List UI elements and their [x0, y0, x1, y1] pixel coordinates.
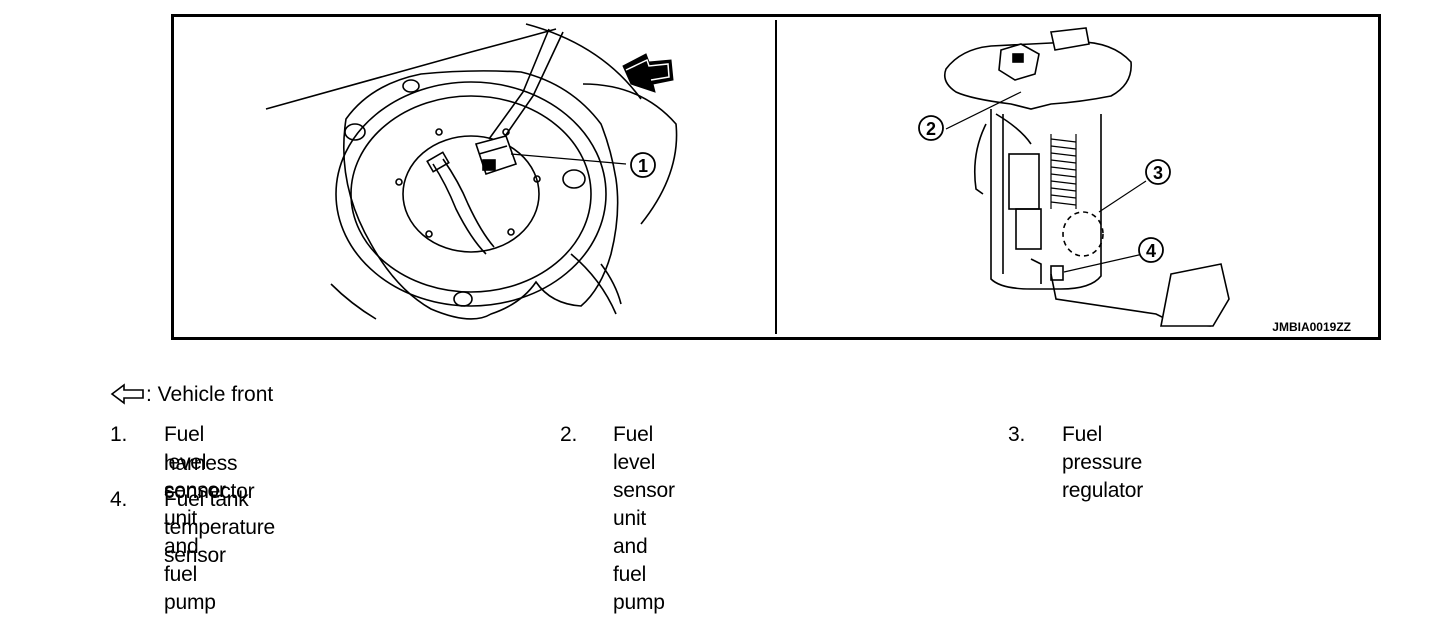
- fuel-pump-assembly-drawing: [943, 27, 1230, 327]
- callout-1: 1: [630, 152, 656, 178]
- svg-text:3: 3: [1153, 163, 1163, 183]
- legend-number-2: 2.: [560, 423, 578, 446]
- outline-arrow-icon: [110, 383, 144, 405]
- fuel-tank-top-drawing: [265, 23, 678, 320]
- legend-text-3: Fuel pressure regulator: [1062, 423, 1144, 502]
- legend-number-1: 1.: [110, 423, 128, 446]
- callout-4: 4: [1138, 237, 1164, 263]
- vehicle-front-arrow-icon: [622, 53, 674, 93]
- svg-text:4: 4: [1146, 241, 1156, 261]
- legend-text-1-line-2: harness connector: [164, 452, 255, 503]
- svg-text:2: 2: [926, 119, 936, 139]
- legend-number-3: 3.: [1008, 423, 1026, 446]
- image-code: JMBIA0019ZZ: [1272, 320, 1351, 334]
- legend-text-2: Fuel level sensor unit and fuel pump: [613, 423, 675, 614]
- vehicle-front-note: : Vehicle front: [110, 381, 273, 409]
- diagram-figure: 1: [171, 14, 1381, 340]
- legend-number-4: 4.: [110, 488, 128, 511]
- svg-text:1: 1: [638, 156, 648, 176]
- callout-3: 3: [1145, 159, 1171, 185]
- legend-text-4: Fuel tank temperature sensor: [164, 488, 276, 567]
- vehicle-front-label: : Vehicle front: [146, 383, 274, 406]
- callout-2: 2: [918, 115, 944, 141]
